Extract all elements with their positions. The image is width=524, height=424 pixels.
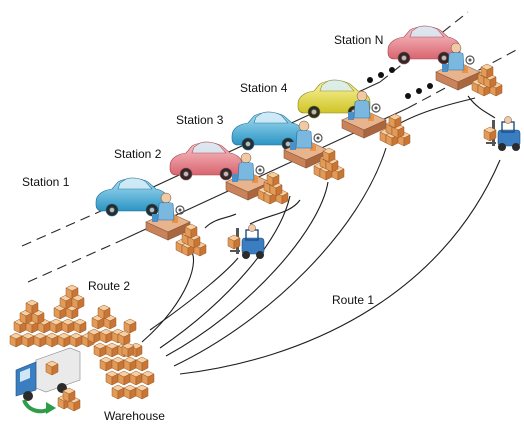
route-curve-9 — [249, 199, 301, 225]
unload-arrow-icon — [22, 399, 56, 414]
label-station-1: Station 1 — [22, 175, 70, 189]
route-curve-1 — [141, 249, 194, 343]
car-station-2 — [95, 177, 169, 217]
label-route-2: Route 2 — [88, 279, 130, 293]
car-station-3 — [169, 141, 243, 181]
label-station-2: Station 2 — [114, 147, 162, 161]
box-pile-station-3 — [258, 172, 288, 204]
delivery-truck-icon — [15, 347, 81, 412]
route-curve-2 — [149, 257, 239, 331]
more-stations-dots — [367, 67, 433, 99]
label-station-n: Station N — [334, 33, 383, 47]
route-curve-3 — [159, 195, 291, 349]
delivery-routes — [141, 95, 501, 375]
label-warehouse: Warehouse — [104, 409, 165, 423]
route-curve-5 — [173, 147, 387, 367]
route-curve-4 — [165, 181, 329, 357]
label-station-4: Station 4 — [240, 81, 288, 95]
forklift-far — [484, 117, 520, 152]
route-curve-7 — [391, 97, 476, 129]
forklift-near — [228, 225, 264, 260]
box-pile-station-n — [472, 64, 502, 96]
label-route-1: Route 1 — [332, 293, 374, 307]
route-curve-6 — [179, 159, 501, 375]
route-curve-10 — [467, 95, 496, 119]
route-curve-8 — [204, 213, 237, 229]
label-station-3: Station 3 — [176, 113, 224, 127]
